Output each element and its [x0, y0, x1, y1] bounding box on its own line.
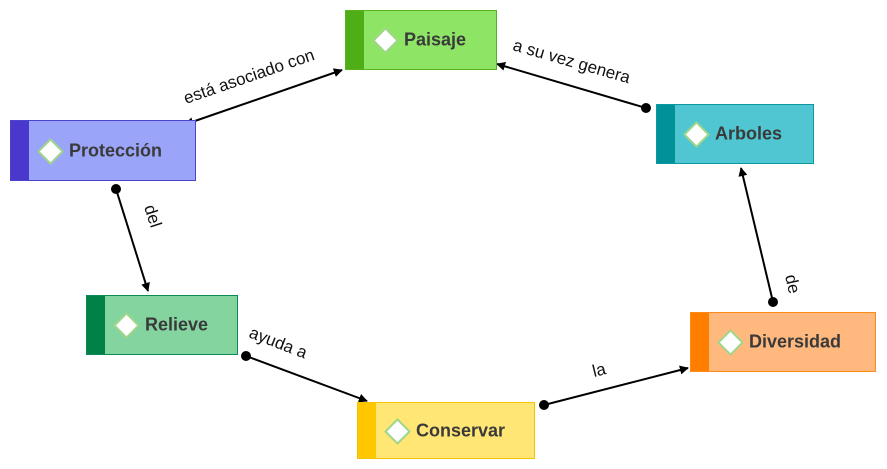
- node-color-strip: [691, 313, 709, 371]
- edge-label-de: de: [781, 273, 804, 296]
- node-proteccion[interactable]: Protección: [10, 120, 196, 181]
- node-label: Protección: [69, 140, 163, 160]
- node-relieve[interactable]: Relieve: [86, 295, 238, 355]
- node-label: Diversidad: [749, 331, 842, 352]
- node-label: Conservar: [416, 420, 506, 440]
- edge-label-ayuda-a: ayuda a: [247, 323, 311, 363]
- edge-relieve-conservar: ayuda a: [241, 323, 368, 403]
- diamond-icon: [113, 312, 140, 339]
- edge-label-del: del: [140, 202, 165, 229]
- node-label: Paisaje: [404, 29, 467, 50]
- edge-label-esta-asociado-con: está asociado con: [181, 45, 317, 108]
- node-arboles[interactable]: Arboles: [656, 104, 814, 164]
- edge-start-dot: [111, 184, 121, 194]
- edge-arboles-paisaje: a su vez genera: [496, 36, 651, 113]
- edge-label-la: la: [590, 359, 608, 381]
- edge-proteccion-paisaje: está asociado con: [181, 45, 343, 126]
- diamond-icon: [37, 137, 64, 165]
- edge-label-a-su-vez-genera: a su vez genera: [511, 36, 633, 88]
- node-color-strip: [346, 11, 364, 69]
- edge-start-dot: [768, 297, 778, 307]
- node-label: Relieve: [145, 314, 209, 335]
- node-color-strip: [657, 105, 675, 163]
- edge-proteccion-relieve: del: [111, 184, 165, 292]
- node-color-strip: [11, 121, 29, 180]
- node-conservar[interactable]: Conservar: [357, 402, 535, 459]
- node-paisaje[interactable]: Paisaje: [345, 10, 497, 70]
- diamond-icon: [683, 121, 710, 148]
- edge-start-dot: [241, 351, 251, 361]
- diamond-icon: [384, 417, 411, 445]
- node-label: Arboles: [715, 123, 783, 144]
- edge-diversidad-arboles: de: [738, 167, 804, 307]
- node-color-strip: [87, 296, 105, 354]
- diamond-icon: [717, 329, 744, 356]
- edge-start-dot: [641, 103, 651, 113]
- node-diversidad[interactable]: Diversidad: [690, 312, 876, 372]
- node-color-strip: [358, 403, 376, 458]
- edge-start-dot: [539, 400, 549, 410]
- edge-conservar-diversidad: la: [539, 359, 689, 410]
- diamond-icon: [372, 27, 399, 54]
